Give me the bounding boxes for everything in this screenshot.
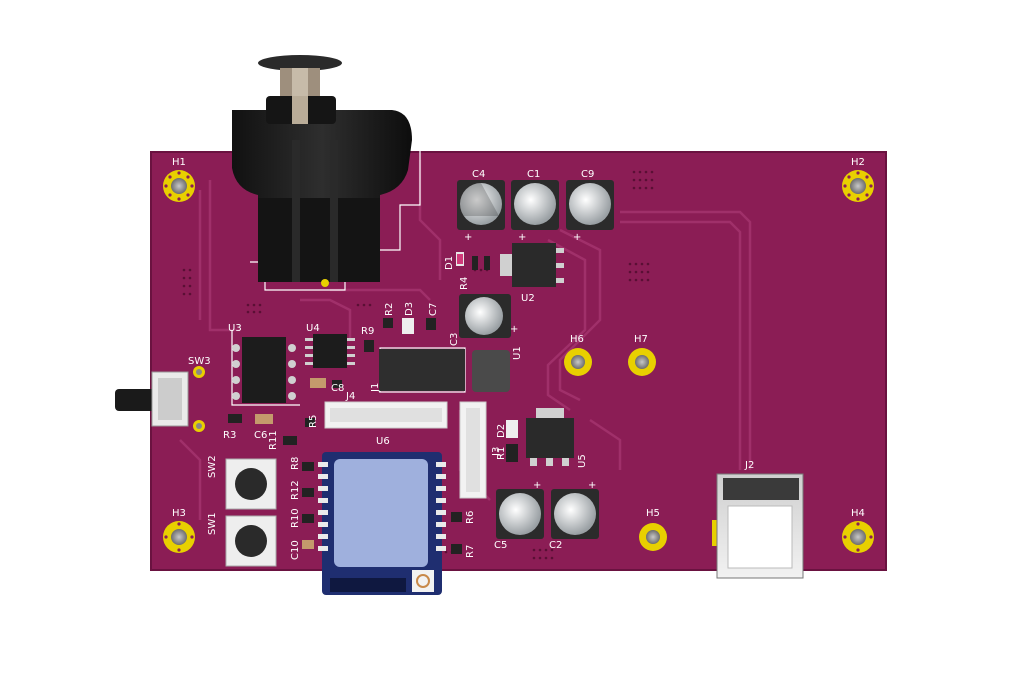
label-d2: D2: [496, 424, 507, 438]
mounting-hole-h7: [628, 348, 656, 376]
capacitor-c5: [496, 489, 544, 539]
pcb-traces: [179, 150, 752, 520]
via-clusters: [182, 170, 654, 560]
label-sw3: SW3: [188, 356, 211, 367]
tact-switch-sw2[interactable]: [225, 458, 277, 510]
label-r3: R3: [223, 430, 236, 441]
label-r2: R2: [384, 303, 395, 316]
capacitor-c2: [551, 489, 599, 539]
label-j3: J3: [491, 447, 502, 457]
label-u4: U4: [306, 323, 320, 334]
connector-j4: [324, 401, 448, 429]
usb-connector-j2: [712, 473, 804, 579]
label-c6: C6: [254, 430, 267, 441]
silkscreen-labels: H1 H2 H3 H4 H5 H6 H7 C4 C1 C9 C5 C2 C3 C…: [172, 157, 865, 560]
regulator-u5: [526, 408, 574, 466]
label-sw1: SW1: [207, 512, 218, 535]
label-c2: C2: [549, 540, 562, 551]
polarity-c5: +: [533, 480, 541, 491]
label-h6: H6: [570, 334, 584, 345]
label-j2: J2: [744, 460, 754, 471]
capacitor-c9: [566, 180, 614, 230]
polarity-c1: +: [518, 232, 526, 243]
ic-u4: [305, 334, 355, 368]
label-h3: H3: [172, 508, 186, 519]
polarity-c4: +: [464, 232, 472, 243]
label-u5: U5: [577, 454, 588, 468]
module-u6: [318, 452, 446, 595]
label-j4: J4: [345, 391, 355, 402]
inductor-u1: [379, 349, 510, 392]
ic-u3: [232, 337, 296, 403]
label-h2: H2: [851, 157, 865, 168]
label-h5: H5: [646, 508, 660, 519]
label-h1: H1: [172, 157, 186, 168]
label-h4: H4: [851, 508, 865, 519]
label-u2: U2: [521, 293, 535, 304]
polarity-marks: + + + + + +: [464, 232, 596, 491]
power-connector-j1: [232, 55, 412, 287]
tact-switch-sw1[interactable]: [225, 515, 277, 567]
mounting-hole-h4: [842, 521, 874, 553]
label-r9: R9: [361, 326, 374, 337]
label-d1: D1: [444, 256, 455, 270]
label-sw2: SW2: [207, 455, 218, 478]
label-u1: U1: [512, 346, 523, 360]
label-c8: C8: [331, 383, 344, 394]
label-r11: R11: [268, 430, 279, 450]
label-c3: C3: [449, 333, 460, 346]
mounting-hole-h1: [163, 170, 195, 202]
slide-switch-sw3[interactable]: [115, 366, 205, 432]
capacitor-c3: [459, 294, 511, 338]
smd-passives: [228, 252, 518, 554]
mounting-hole-h3: [163, 521, 195, 553]
label-r1: R1: [496, 447, 507, 460]
label-j1: J1: [370, 383, 381, 393]
label-r6: R6: [465, 511, 476, 524]
label-r12: R12: [290, 480, 301, 500]
polarity-c9: +: [573, 232, 581, 243]
label-u6: U6: [376, 436, 390, 447]
label-d3: D3: [404, 302, 415, 316]
capacitor-c4: [457, 180, 505, 230]
label-c9: C9: [581, 169, 594, 180]
label-h7: H7: [634, 334, 648, 345]
capacitor-c1: [511, 180, 559, 230]
polarity-c3: +: [510, 324, 518, 335]
regulator-u2: [500, 243, 564, 287]
label-c4: C4: [472, 169, 485, 180]
label-r7: R7: [465, 545, 476, 558]
connector-j3: [459, 401, 487, 499]
label-u3: U3: [228, 323, 242, 334]
label-r5: R5: [308, 415, 319, 428]
label-c10: C10: [290, 540, 301, 560]
mounting-hole-h5: [639, 523, 667, 551]
label-r4: R4: [459, 277, 470, 290]
label-c5: C5: [494, 540, 507, 551]
mounting-hole-h2: [842, 170, 874, 202]
label-r10: R10: [290, 508, 301, 528]
label-c1: C1: [527, 169, 540, 180]
label-c7: C7: [428, 303, 439, 316]
polarity-c2: +: [588, 480, 596, 491]
mounting-hole-h6: [564, 348, 592, 376]
label-r8: R8: [290, 457, 301, 470]
